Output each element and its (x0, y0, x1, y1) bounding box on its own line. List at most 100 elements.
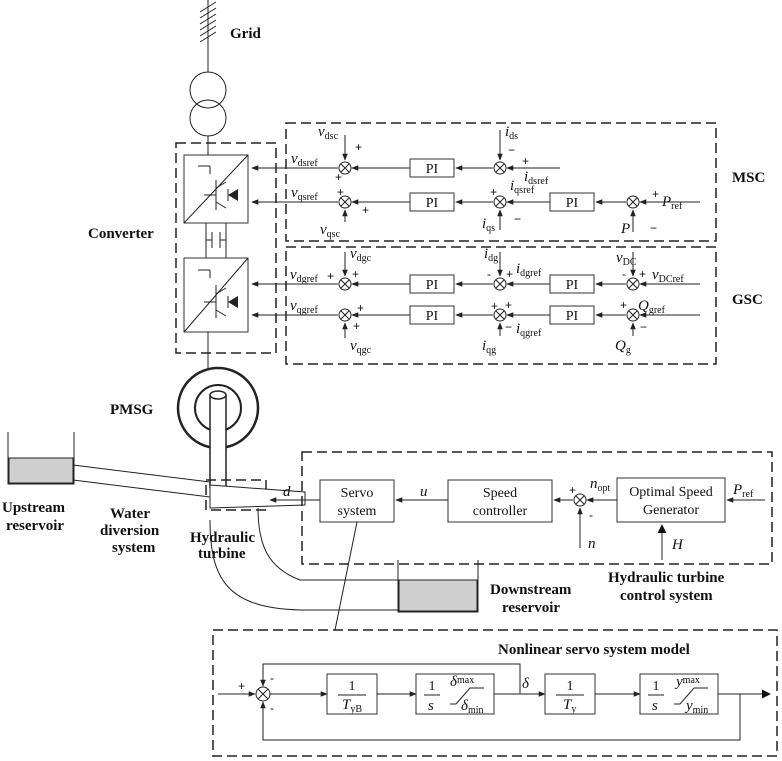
svg-text:+: + (335, 170, 342, 184)
gsc-sum-q2 (493, 308, 507, 322)
svg-text:nopt: nopt (590, 476, 611, 494)
svg-text:+: + (491, 299, 498, 313)
svg-text:+: + (353, 319, 360, 333)
grid-label: Grid (230, 26, 261, 42)
svg-text:vdsc: vdsc (318, 124, 339, 142)
svg-text:+: + (506, 267, 513, 281)
svg-text:Servo: Servo (341, 486, 374, 501)
gsc-sum-q1 (338, 308, 352, 322)
svg-text:−: − (650, 221, 657, 235)
msc-sum-p (626, 195, 640, 209)
svg-text:s: s (652, 698, 658, 714)
converter: Converter (88, 142, 277, 368)
svg-text:n: n (588, 536, 596, 552)
svg-text:PI: PI (426, 278, 439, 293)
svg-text:system: system (112, 540, 156, 556)
gsc-control: GSC PI PI vdgc + + vdgref idg - + idgref… (251, 246, 763, 365)
pmsg-label: PMSG (110, 402, 154, 418)
htcs-frame (301, 451, 773, 565)
gsc-label: GSC (732, 292, 763, 308)
svg-text:iqsref: iqsref (510, 178, 535, 196)
svg-text:PI: PI (426, 309, 439, 324)
svg-text:+: + (362, 203, 369, 217)
svg-text:+: + (490, 185, 497, 199)
ty-block (544, 673, 596, 715)
msc-sum-d2 (493, 161, 507, 175)
svg-text:Qg: Qg (615, 338, 631, 356)
tyb-block (326, 673, 378, 715)
svg-text:+: + (620, 298, 627, 312)
servo-system-block (319, 479, 395, 523)
svg-text:Generator: Generator (643, 503, 699, 518)
svg-text:+: + (522, 154, 529, 168)
svg-text:d: d (283, 484, 291, 500)
svg-text:Downstream: Downstream (490, 582, 572, 598)
svg-text:Speed: Speed (483, 486, 517, 501)
svg-text:reservoir: reservoir (6, 518, 64, 534)
svg-text:vdgc: vdgc (350, 246, 372, 264)
svg-text:1: 1 (349, 679, 356, 694)
svg-text:+: + (357, 301, 364, 315)
gsc-frame (285, 246, 717, 365)
water-diversion-pipe: Water diversion system (72, 464, 211, 556)
svg-text:s: s (428, 698, 434, 714)
turbine-control-system: Servo system Speed controller Optimal Sp… (269, 451, 773, 604)
msc-sum-d1 (338, 161, 352, 175)
svg-text:H: H (671, 537, 684, 553)
svg-text:diversion: diversion (100, 523, 160, 539)
svg-text:vdgref: vdgref (290, 267, 318, 285)
svg-text:-: - (487, 267, 491, 281)
svg-text:δmin: δmin (461, 698, 484, 716)
svg-text:1: 1 (567, 679, 574, 694)
svg-text:+: + (569, 483, 576, 497)
svg-text:PI: PI (426, 196, 439, 211)
svg-text:−: − (508, 143, 515, 157)
svg-text:δmax: δmax (450, 674, 474, 690)
svg-text:reservoir: reservoir (502, 600, 560, 616)
svg-text:ymax: ymax (674, 674, 700, 690)
svg-text:Water: Water (110, 506, 150, 522)
msc-frame (285, 122, 717, 242)
svg-text:iqgref: iqgref (516, 321, 542, 339)
msc-sum-q1 (338, 195, 352, 209)
gsc-switch-icon (183, 257, 249, 333)
hydraulic-turbine: Hydraulic turbine (190, 479, 306, 562)
svg-text:+: + (505, 298, 512, 312)
downstream-reservoir: Downstream reservoir (397, 560, 572, 616)
grid-connection: Grid (199, 0, 261, 72)
optimal-speed-generator-block (616, 477, 726, 523)
svg-text:+: + (337, 185, 344, 199)
speed-controller-block (447, 479, 553, 523)
upstream-reservoir: Upstream reservoir (2, 432, 75, 534)
draft-tube (209, 507, 398, 611)
dc-link-capacitor-icon (205, 223, 227, 258)
svg-text:PI: PI (566, 309, 579, 324)
svg-text:Ty: Ty (563, 697, 576, 715)
svg-text:+: + (327, 269, 334, 283)
svg-text:vqsc: vqsc (320, 222, 341, 240)
msc-label: MSC (732, 170, 765, 186)
svg-text:system: system (338, 504, 377, 519)
gsc-sum-dc (626, 277, 640, 291)
svg-text:Pref: Pref (661, 194, 683, 212)
svg-text:−: − (505, 320, 512, 334)
svg-text:Pref: Pref (732, 482, 754, 500)
svg-text:Optimal Speed: Optimal Speed (629, 485, 713, 500)
svg-text:turbine: turbine (198, 546, 246, 562)
svg-text:TyB: TyB (342, 697, 362, 715)
gsc-sum-q (626, 308, 640, 322)
msc-switch-icon (183, 154, 249, 224)
svg-text:vqsref: vqsref (291, 185, 318, 203)
speed-sum (573, 493, 587, 507)
svg-text:Qgref: Qgref (638, 298, 666, 316)
svg-text:ids: ids (505, 124, 518, 142)
msc-sum-q2 (493, 195, 507, 209)
svg-text:Upstream: Upstream (2, 500, 66, 516)
svg-text:vdsref: vdsref (291, 151, 318, 169)
svg-text:−: − (514, 212, 521, 226)
svg-text:iqs: iqs (482, 216, 495, 234)
svg-text:+: + (355, 140, 362, 154)
svg-text:Hydraulic turbine: Hydraulic turbine (608, 570, 725, 586)
svg-text:1: 1 (653, 679, 660, 694)
svg-text:PI: PI (426, 162, 439, 177)
